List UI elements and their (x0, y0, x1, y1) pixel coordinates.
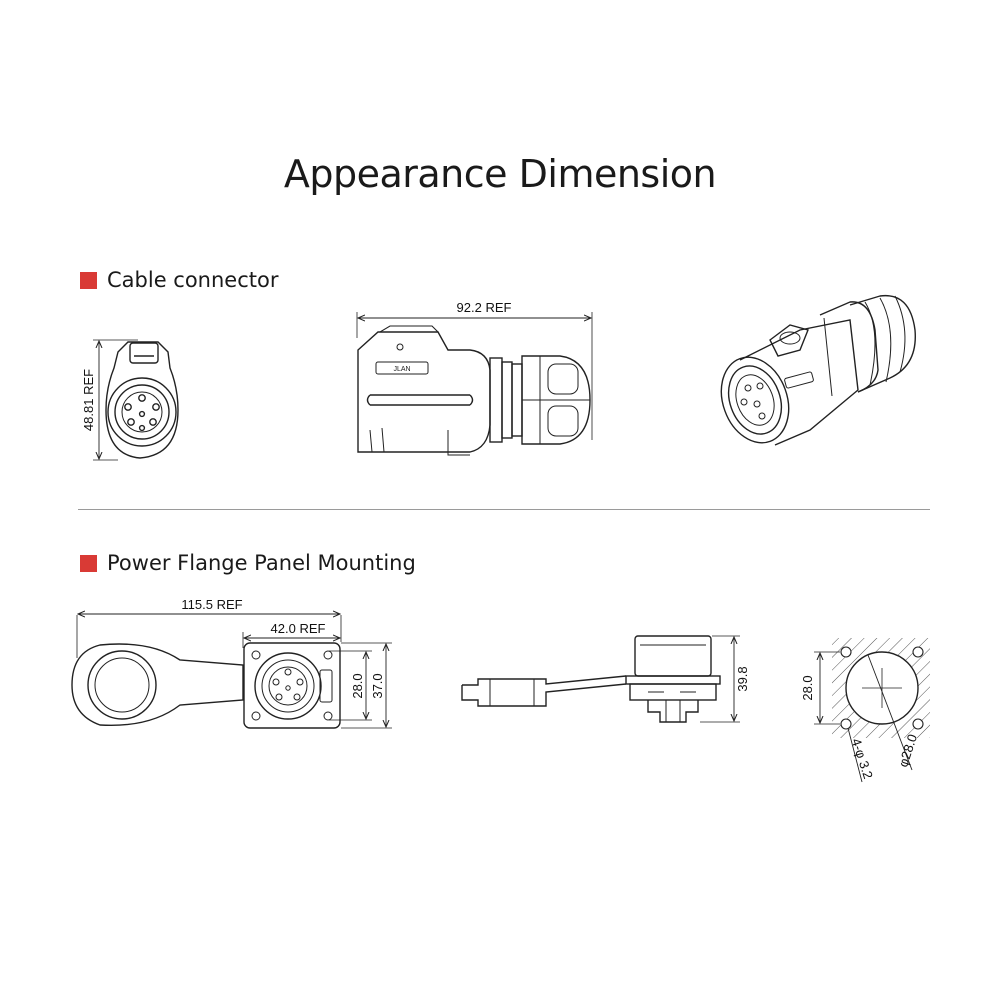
dim-cable-length: 92.2 REF (457, 300, 512, 315)
dim-flange-total: 115.5 REF (181, 597, 242, 612)
page-title: Appearance Dimension (283, 152, 717, 196)
cable-side-view: JLAN (356, 312, 593, 456)
section-label: Power Flange Panel Mounting (107, 551, 416, 575)
dim-hole-count-size: 4-φ 3.2 (849, 736, 876, 780)
panel-cutout-view (814, 638, 930, 783)
section-marker (80, 271, 97, 289)
cable-3d-view (720, 294, 916, 446)
flange-side-view (461, 635, 740, 723)
dim-flange-width: 42.0 REF (271, 621, 326, 636)
section-label: Cable connector (107, 268, 279, 292)
section-cable-connector: Cable connector (80, 268, 279, 292)
cable-front-view (93, 339, 179, 461)
flange-front-view (71, 614, 392, 729)
section-flange-mounting: Power Flange Panel Mounting (80, 551, 416, 575)
dim-flange-hole-spacing: 28.0 (350, 673, 365, 698)
dim-side-height: 39.8 (735, 666, 750, 691)
dim-flange-body: 37.0 (370, 673, 385, 698)
section-marker (80, 554, 97, 572)
dim-cable-height: 48.81 REF (81, 369, 96, 431)
section-divider (78, 509, 930, 510)
svg-text:JLAN: JLAN (393, 366, 410, 373)
dim-cutout-spacing: 28.0 (800, 675, 815, 700)
